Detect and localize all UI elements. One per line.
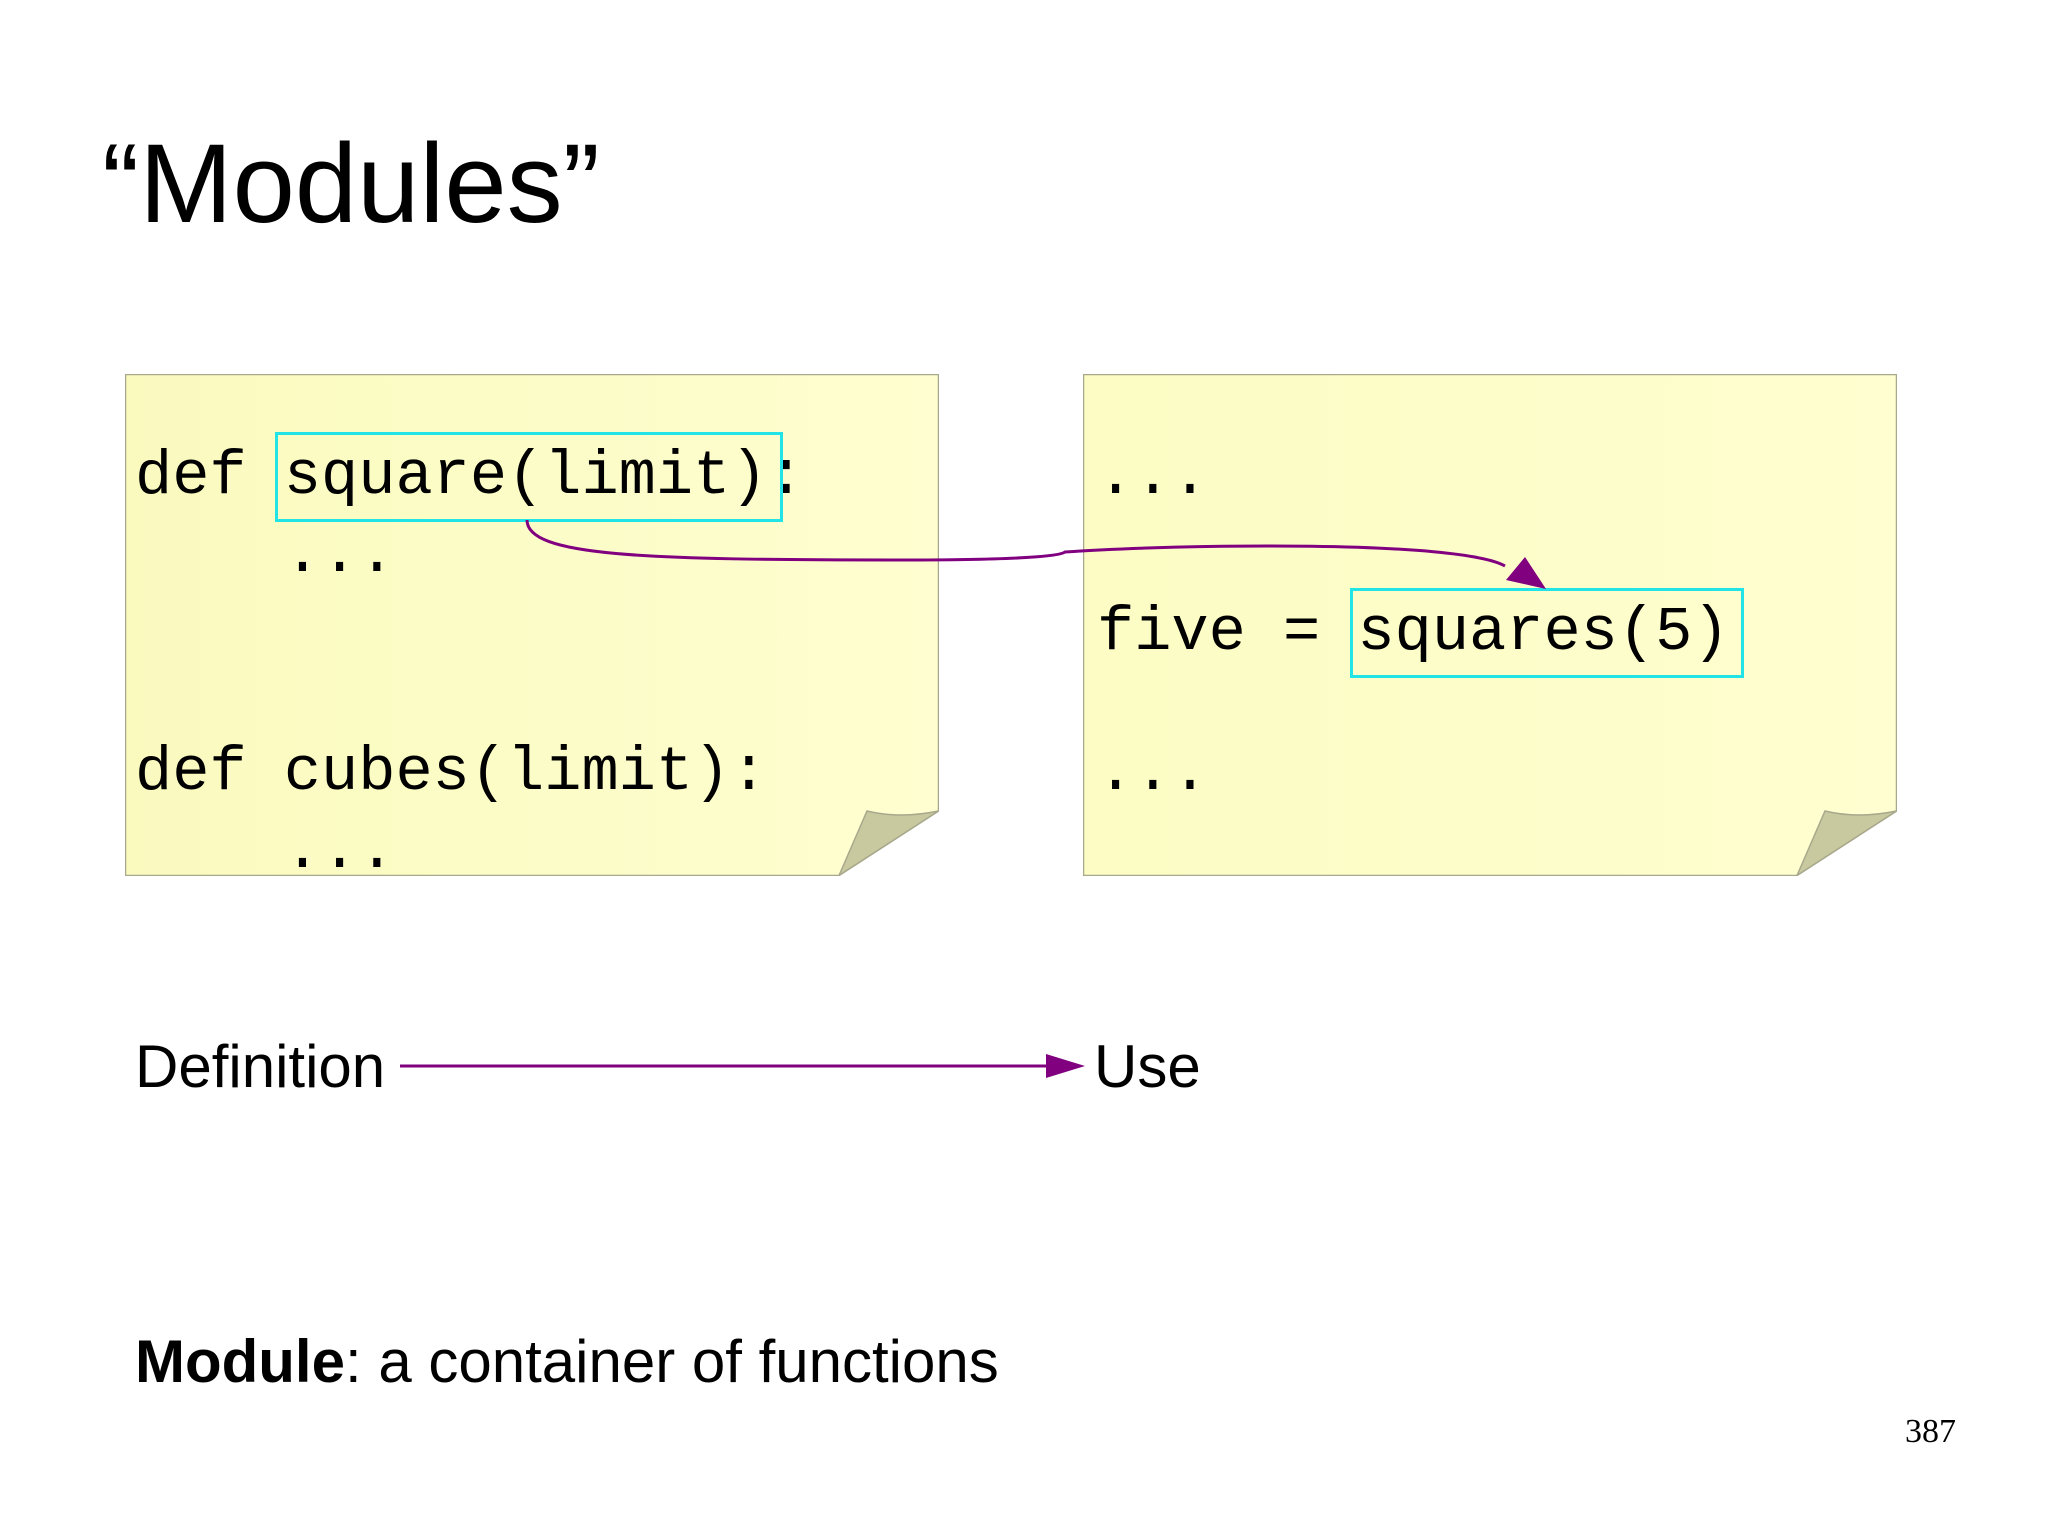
use-label: Use — [1094, 1033, 1201, 1100]
code-line-def-cubes: def cubes(limit): — [135, 737, 768, 808]
page-number: 387 — [1905, 1413, 1956, 1450]
module-caption: Module: a container of functions — [135, 1332, 999, 1392]
code-line-ellipsis: ... — [1097, 441, 1209, 512]
sticky-note-shape — [125, 374, 939, 876]
definition-label: Definition — [135, 1033, 386, 1100]
use-highlight-box — [1350, 588, 1744, 678]
page-curl-icon — [1795, 810, 1897, 876]
definition-note: def square(limit): ... def cubes(limit):… — [125, 374, 939, 882]
slide-title: “Modules” — [102, 121, 600, 246]
straight-arrowhead-icon — [1046, 1054, 1085, 1078]
code-line-five-assignment: five = squares(5) — [1097, 597, 1730, 668]
use-note: ... five = squares(5) ... — [1083, 374, 1897, 876]
module-term: Module — [135, 1328, 345, 1395]
curve-arrowhead-icon — [1506, 557, 1546, 589]
definition-to-use-curve-arrow — [525, 519, 1506, 568]
code-line-def-square: def square(limit): — [135, 441, 805, 512]
code-line-ellipsis: ... — [135, 815, 396, 886]
code-line-ellipsis: ... — [135, 519, 396, 590]
code-line-ellipsis: ... — [1097, 737, 1209, 808]
sticky-note-shape — [1083, 374, 1897, 876]
definition-highlight-box — [275, 432, 783, 522]
page-curl-icon — [837, 810, 939, 876]
module-definition: : a container of functions — [344, 1328, 999, 1395]
